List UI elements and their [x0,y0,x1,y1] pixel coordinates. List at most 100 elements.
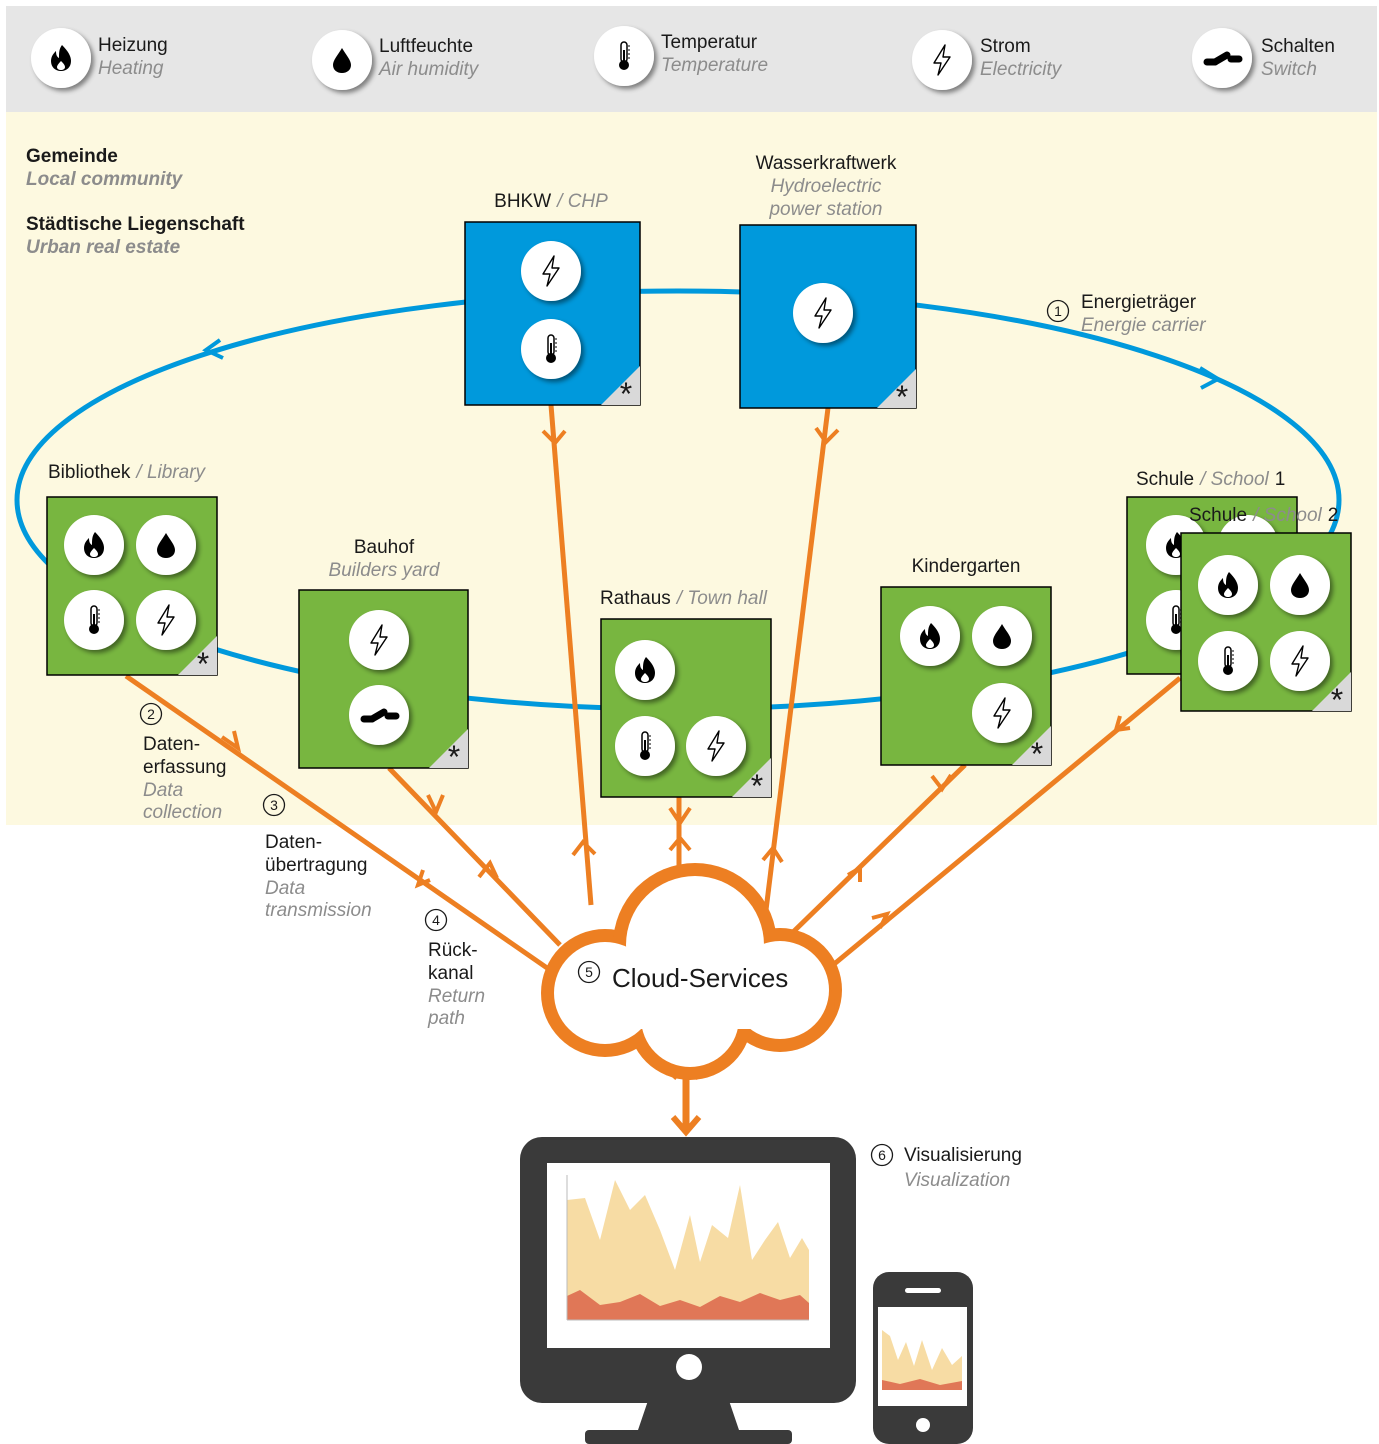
legend-label: Luftfeuchte [379,36,473,57]
cloud-services: 5 Cloud-Services [541,863,842,1080]
legend-bar [6,6,1377,112]
corner-asterisk: * [896,379,908,415]
corner-asterisk: * [197,646,209,682]
thermometer-icon [64,590,124,650]
building-library: Bibliothek/ Library * [46,462,218,682]
building-builders-yard: Bauhof Builders yard * [298,537,469,775]
drop-icon [312,30,372,90]
bolt-icon [1270,631,1330,691]
switch-icon [349,685,409,745]
bolt-icon [686,716,746,776]
ring-arrow [1198,366,1223,390]
building-kindergarten: Kindergarten * [880,556,1052,772]
step-label: kanal [428,963,473,984]
building-town-hall: Rathaus/ Town hall * [600,588,772,804]
switch-icon [1192,28,1252,88]
step-sublabel: collection [143,802,222,823]
step-label: Rück- [428,940,478,961]
step-label: übertragung [265,855,367,876]
smartphone [873,1272,973,1444]
step-sublabel: Data [143,780,183,801]
building-label: Schule/ School 2 [1189,505,1338,526]
building-name: Bibliothek [48,462,131,483]
building-name: Kindergarten [912,556,1021,577]
estate-subtitle: Urban real estate [26,237,181,258]
building-sublabel: power station [768,199,882,220]
building-bhkw: BHKW/ CHP * [464,191,641,412]
step-4: 4 Rück- kanal Return path [424,908,485,1029]
building-name: Schule [1136,469,1194,490]
step-6: 6 Visualisierung Visualization [870,1143,1022,1191]
thermometer-icon [594,26,654,86]
step-number: 4 [432,912,440,928]
monitor-chart [566,1175,809,1321]
community-subtitle: Local community [26,169,184,190]
step-sublabel: Return [428,986,485,1007]
building-sublabel: / School [1251,505,1322,526]
step-number: 2 [147,706,155,722]
step-sublabel: transmission [265,900,372,921]
step-sublabel: Energie carrier [1081,315,1206,336]
building-name: BHKW [494,191,551,212]
data-lines [124,404,1182,1130]
legend-humidity: Luftfeuchte Air humidity [312,30,480,90]
legend: Heizung Heating Luftfeuchte Air humidity… [31,26,1335,90]
drop-icon [972,606,1032,666]
building-number: 1 [1275,469,1286,490]
flame-icon [615,640,675,700]
building-sublabel: / Library [134,462,206,483]
corner-asterisk: * [1031,736,1043,772]
building-number: 2 [1328,505,1339,526]
building-label: BHKW/ CHP [494,191,608,212]
corner-asterisk: * [448,739,460,775]
step-label: erfassung [143,757,226,778]
community-title: Gemeinde [26,146,118,167]
drop-icon [1270,555,1330,615]
thermometer-icon [1198,631,1258,691]
building-name: Rathaus [600,588,671,609]
legend-sublabel: Heating [98,58,164,79]
legend-sublabel: Switch [1261,59,1317,80]
building-name: Schule [1189,505,1247,526]
legend-sublabel: Temperature [661,55,768,76]
step-sublabel: path [427,1008,465,1029]
building-label: Rathaus/ Town hall [600,588,768,609]
step-number: 5 [585,964,593,980]
flame-icon [1198,555,1258,615]
legend-label: Heizung [98,35,168,56]
building-sublabel: / Town hall [675,588,768,609]
step-label: Energieträger [1081,292,1197,313]
ring-arrow [202,338,224,360]
step-number: 6 [878,1147,886,1163]
building-sublabel: / CHP [555,191,608,212]
thermometer-icon [615,716,675,776]
step-sublabel: Visualization [904,1170,1010,1191]
building-name: Bauhof [354,537,415,558]
legend-label: Temperatur [661,32,758,53]
building-hydroelectric: Wasserkraftwerk Hydroelectric power stat… [739,153,917,415]
step-3: 3 Daten- übertragung Data transmission [262,793,372,921]
legend-electricity: Strom Electricity [912,30,1063,90]
corner-asterisk: * [751,768,763,804]
legend-temperature: Temperatur Temperature [594,26,768,86]
building-label: Bibliothek/ Library [48,462,207,483]
bolt-icon [912,30,972,90]
bolt-icon [521,241,581,301]
legend-label: Strom [980,36,1031,57]
thermometer-icon [521,319,581,379]
building-sublabel: Hydroelectric [771,176,882,197]
building-sublabel: / School [1198,469,1269,490]
flame-icon [64,515,124,575]
monitor [520,1137,856,1444]
bolt-icon [349,610,409,670]
bolt-icon [136,590,196,650]
step-number: 3 [270,797,278,813]
corner-asterisk: * [1331,682,1343,718]
flame-icon [31,28,91,88]
legend-heating: Heizung Heating [31,28,168,88]
step-2: 2 Daten- erfassung Data collection [139,702,226,823]
estate-title: Städtische Liegenschaft [26,214,245,235]
bolt-icon [793,283,853,343]
step-label: Daten- [265,832,322,853]
corner-asterisk: * [620,376,632,412]
